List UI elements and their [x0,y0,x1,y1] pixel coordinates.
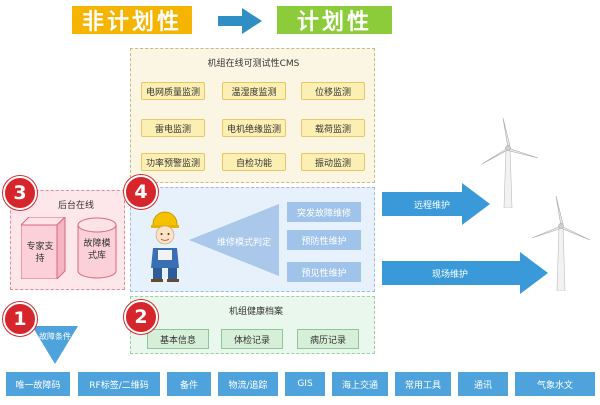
onsite-maintenance-label: 现场维护 [431,269,468,280]
wind-turbine-icon [481,118,539,208]
engineer-icon [151,211,179,282]
onsite-maintenance-arrow [382,252,548,294]
expert-label: 专家支持 [26,242,54,264]
cms-item: 温湿度监测 [222,82,286,100]
health-record-panel: 机组健康档案 基本信息 体检记录 病历记录 [130,296,375,354]
maintenance-panel: 维修模式判定 突发故障维修 预防性维护 预见性维护 [130,187,375,292]
cms-item: 电机绝缘监测 [222,119,286,137]
bottom-item: 气象水文 [515,372,595,396]
badge-4: 4 [124,175,158,209]
fault-trigger-arrow [32,326,78,364]
expert-cube-icon [21,217,66,279]
maintenance-item: 突发故障维修 [287,202,361,222]
remote-maintenance-label: 远程维护 [413,200,450,211]
fault-db-label: 故障模式库 [83,239,111,261]
cms-title: 机组在线可测试性CMS [207,58,300,69]
health-item: 病历记录 [297,329,359,349]
decision-label: 维修模式判定 [216,237,271,248]
badge-1: 1 [3,302,37,336]
bottom-item: 通讯 [458,372,508,396]
cms-item: 自检功能 [222,153,286,171]
maintenance-item: 预见性维护 [287,262,361,282]
bottom-item: 海上交通 [332,372,388,396]
header-unplanned-label: 非计划性 [81,10,182,35]
cms-item: 位移监测 [301,82,365,100]
bottom-item: GIS [285,372,325,396]
cms-item: 电网质量监测 [141,82,205,100]
bottom-item: 唯一故障码 [6,372,70,396]
header-planned-label: 计划性 [296,10,372,35]
header-planned: 计划性 [277,6,392,35]
cms-item: 雷电监测 [141,119,205,137]
badge-3: 3 [3,176,37,210]
cms-item: 振动监测 [301,153,365,171]
health-record-title: 机组健康档案 [228,306,283,317]
bottom-item: RF标签/二维码 [78,372,160,396]
wind-turbine-icon [531,196,591,291]
header-unplanned: 非计划性 [72,6,192,35]
maintenance-item: 预防性维护 [287,230,361,250]
cms-item: 功率预警监测 [141,153,205,171]
decision-arrow-icon [189,204,279,276]
header-arrow-icon [218,8,262,34]
cms-panel: 机组在线可测试性CMS 电网质量监测 温湿度监测 位移监测 雷电监测 电机绝缘监… [130,48,375,183]
health-item: 基本信息 [147,329,209,349]
backend-title: 后台在线 [57,200,94,211]
health-item: 体检记录 [221,329,283,349]
bottom-item: 常用工具 [395,372,451,396]
bottom-item: 备件 [167,372,211,396]
bottom-item: 物流/追踪 [218,372,278,396]
remote-maintenance-arrow [382,183,490,225]
fault-trigger-label: 故障条件 [39,331,71,341]
cms-item: 载荷监测 [301,119,365,137]
database-cylinder-icon [77,217,117,279]
badge-2: 2 [124,300,158,334]
